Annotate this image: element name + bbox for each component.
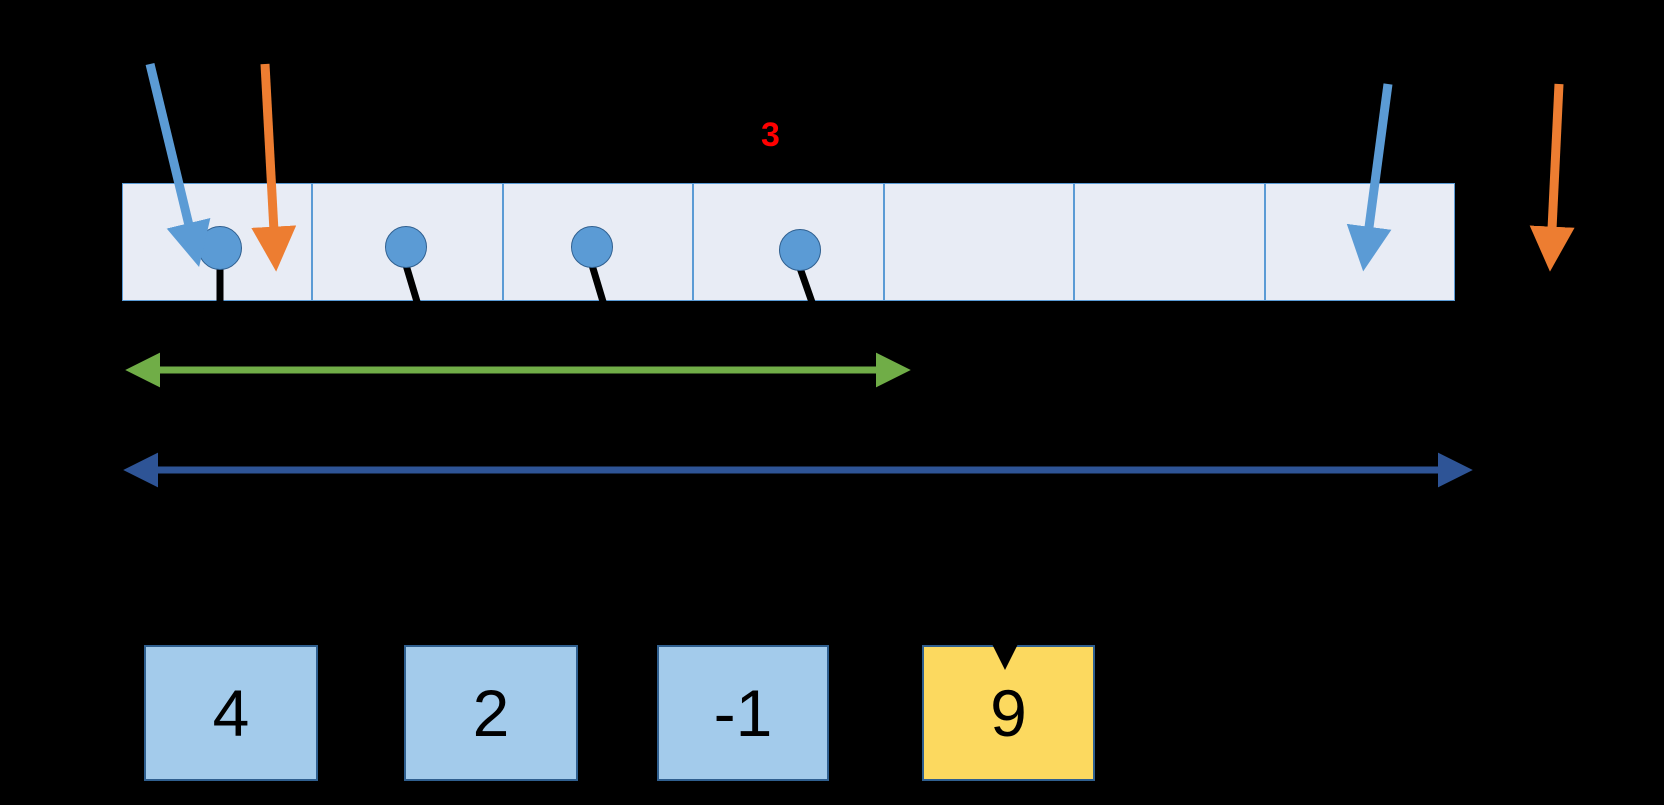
bucket-cell-5[interactable] [1074,183,1265,301]
node-stem-3 [796,266,824,327]
left-orange-pointer [251,63,297,272]
node-stem-2 [588,263,614,327]
value-box-4-value: 9 [990,676,1027,750]
node-circle-1[interactable] [385,226,427,268]
value-box-2[interactable]: 2 [404,645,578,781]
left-blue-pointer [145,62,211,267]
value-box-1-value: 4 [212,676,250,750]
right-blue-pointer [1346,83,1393,272]
right-orange-pointer [1529,83,1575,272]
value-box-3[interactable]: -1 [657,645,829,781]
value-box-2-value: 2 [472,676,510,750]
bucket-cell-4[interactable] [883,183,1075,301]
node-circle-3[interactable] [779,229,821,271]
count-label: 3 [761,116,780,154]
node-circle-2[interactable] [571,226,613,268]
value-box-4-notch-icon [992,644,1018,670]
value-box-1[interactable]: 4 [144,645,318,781]
value-box-3-value: -1 [713,676,773,750]
node-stem-1 [402,263,428,327]
